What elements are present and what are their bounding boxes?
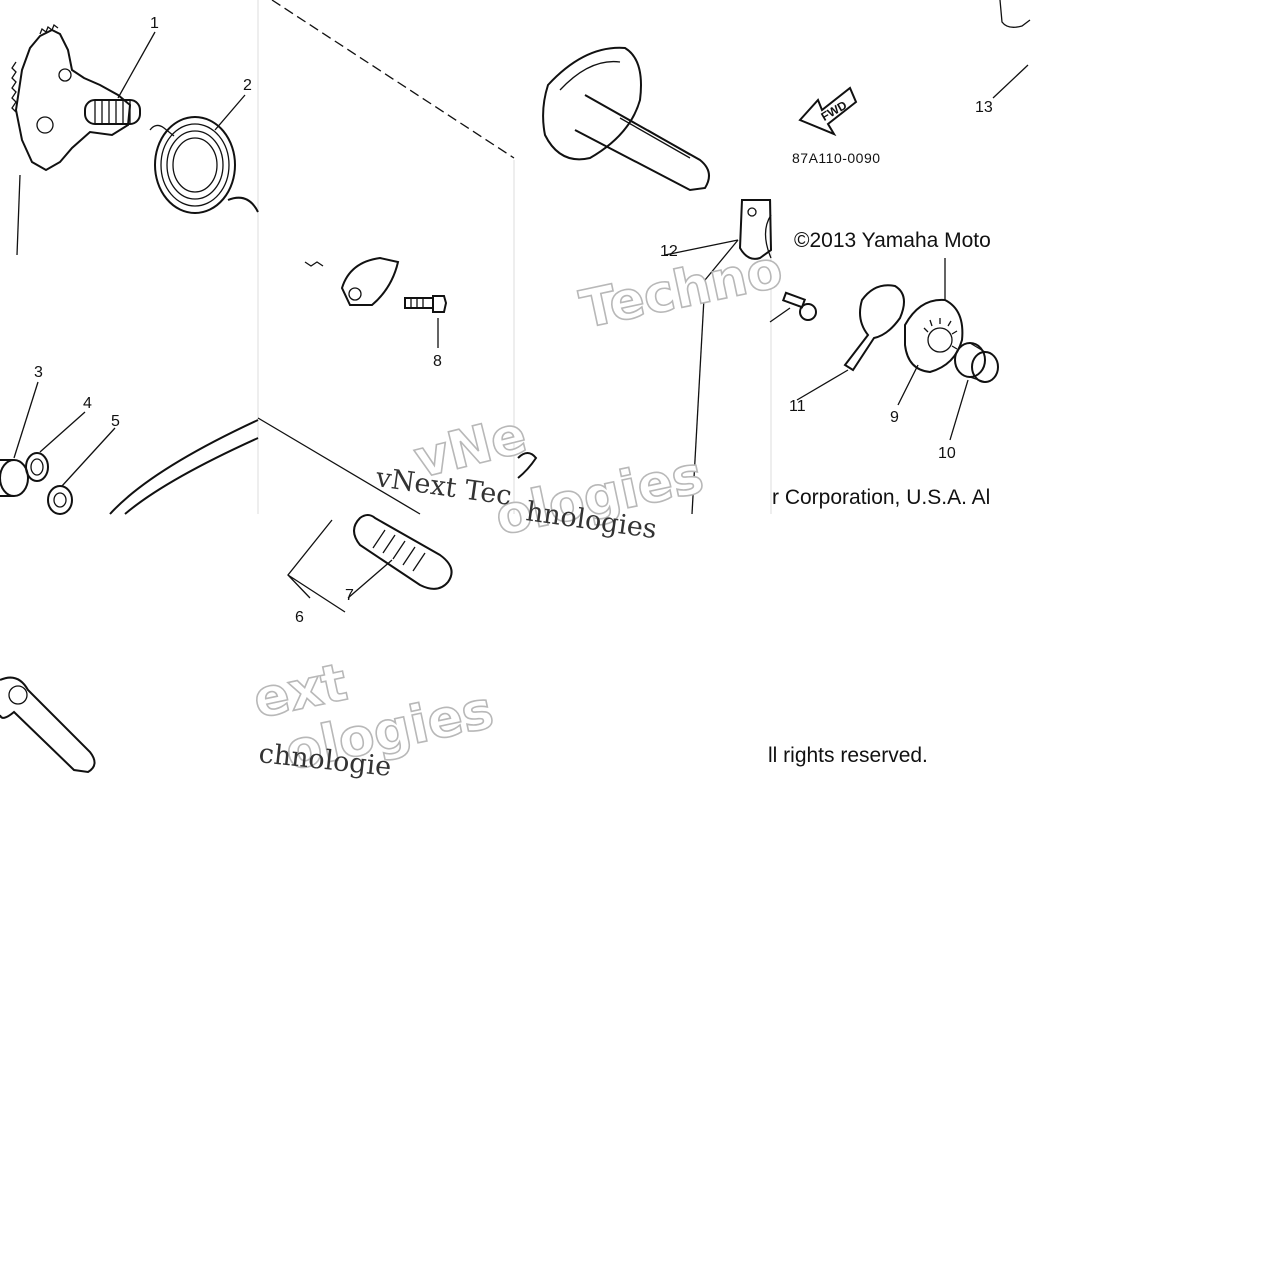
callout-11: 11: [789, 398, 806, 415]
diagram-code: 87A110-0090: [792, 150, 881, 166]
fwd-arrow-icon: FWD: [798, 86, 858, 137]
torsion-spring-part: [149, 116, 259, 214]
callout-6: 6: [295, 609, 304, 626]
kick-pedal-fragment: [0, 676, 96, 774]
callout-9: 9: [890, 409, 899, 426]
callout-5: 5: [111, 413, 120, 430]
callout-10: 10: [938, 445, 956, 462]
bushing-part: [954, 342, 999, 383]
watermark-ext: ext: [248, 653, 352, 731]
copyright-line-2: r Corporation, U.S.A. Al: [772, 486, 990, 509]
callout-3: 3: [34, 364, 43, 381]
bushing-washers-part: [0, 452, 73, 515]
callout-1: 1: [150, 15, 159, 32]
kick-grip-part: [353, 514, 453, 590]
callout-7: 7: [345, 587, 354, 604]
callout-4: 4: [83, 395, 92, 412]
part-13-fragment: [999, 0, 1031, 28]
callout-12: 12: [660, 243, 678, 260]
callout-8: 8: [433, 353, 442, 370]
kick-arm-bar: [109, 419, 259, 515]
screw-part: [769, 291, 817, 323]
copyright-line-1: ©2013 Yamaha Moto: [794, 229, 991, 252]
watermark-techno: Techno: [575, 240, 787, 341]
stray-mark: [517, 452, 538, 479]
kick-shaft-part: [542, 46, 710, 192]
callout-2: 2: [243, 77, 252, 94]
copyright-line-3: ll rights reserved.: [768, 744, 928, 767]
kick-lever-boss-part: [304, 256, 448, 313]
callout-13: 13: [975, 99, 993, 116]
clip-part: [843, 284, 905, 372]
bracket-plate-part: [738, 199, 773, 260]
kick-gear-part: [11, 23, 141, 256]
ratchet-gear-part: [904, 298, 964, 374]
